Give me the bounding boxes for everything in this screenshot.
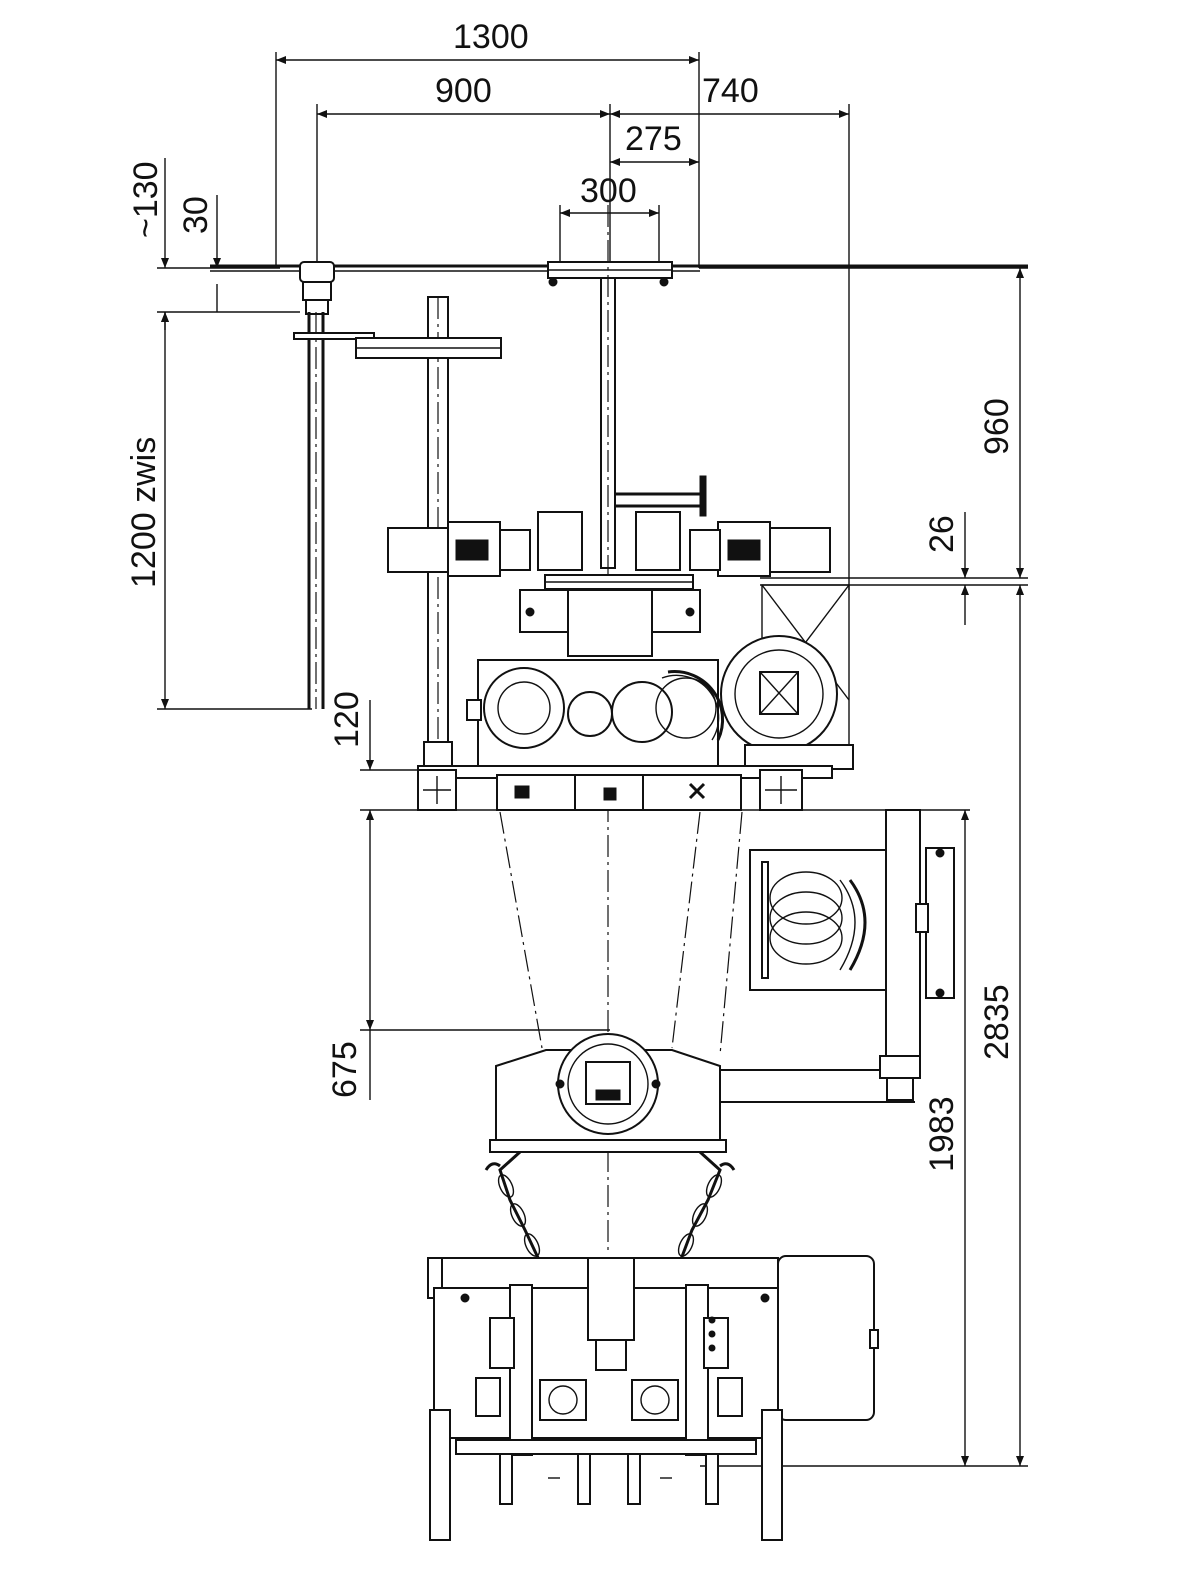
dim-1300-label: 1300 [453,18,529,56]
suspended-machine [427,1255,879,1541]
dim-130-label: ~130 [127,161,165,238]
left-hanger [293,261,375,709]
rope-drum [720,584,854,770]
dim-26-label: 26 [923,515,961,553]
dim-900-label: 900 [435,72,492,110]
gearbox [466,659,725,767]
ceiling-rail [210,261,1028,287]
dim-120-label: 120 [328,691,366,748]
base-frame [417,765,833,811]
dim-300-label: 300 [580,172,637,210]
dim-275-label: 275 [625,120,682,158]
dim-2835-label: 2835 [978,984,1016,1060]
i-beam [600,205,707,1250]
hook-block [489,1033,727,1153]
lifting-chains [484,1150,736,1263]
hoist-ropes [499,811,743,1056]
dim-1983-label: 1983 [923,1096,961,1172]
right-dimensions [699,267,1028,1467]
dim-740-label: 740 [702,72,759,110]
top-dimensions [275,52,850,590]
dim-30-label: 30 [177,196,215,234]
side-winch [720,809,955,1103]
dim-960-label: 960 [978,398,1016,455]
trolley-drive [387,511,831,657]
dim-675-label: 675 [326,1041,364,1098]
dim-1200-label: 1200 zwis [125,437,163,588]
